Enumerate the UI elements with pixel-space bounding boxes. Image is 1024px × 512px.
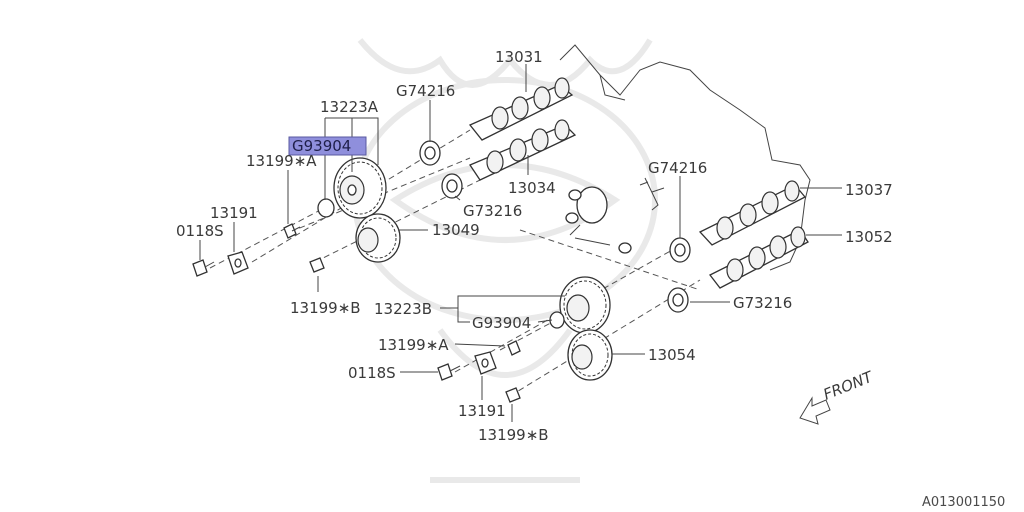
oil-seal-G73216-top [441, 173, 463, 199]
o-ring-G93904-top [317, 198, 335, 218]
plate-13191-top [227, 251, 249, 275]
camshaft-13052 [709, 226, 809, 289]
part-label-0118S-top[interactable]: 0118S [176, 222, 224, 240]
cam-sprocket-13223A [333, 157, 387, 219]
part-label-13034[interactable]: 13034 [508, 179, 556, 197]
part-label-G74216-top[interactable]: G74216 [396, 82, 455, 100]
camshaft-13037 [698, 180, 807, 246]
engine-block-outline [559, 44, 811, 271]
part-label-13199A-bottom[interactable]: 13199∗A [378, 336, 449, 354]
highlight-box [288, 136, 367, 156]
part-label-G74216-right[interactable]: G74216 [648, 159, 707, 177]
bolt-0118S-top [192, 259, 215, 277]
camshaft-13034 [469, 119, 577, 181]
part-label-13199A-top[interactable]: 13199∗A [246, 152, 317, 170]
part-label-13223B[interactable]: 13223B [374, 300, 432, 318]
part-label-13191-top[interactable]: 13191 [210, 204, 258, 222]
part-label-G73216-top[interactable]: G73216 [463, 202, 522, 220]
lifter-parts [565, 177, 665, 254]
part-label-13199B-top[interactable]: 13199∗B [290, 299, 361, 317]
part-label-G93904-bottom[interactable]: G93904 [472, 314, 531, 332]
part-label-13199B-bottom[interactable]: 13199∗B [478, 426, 549, 444]
part-label-13054[interactable]: 13054 [648, 346, 696, 364]
part-label-G73216-right[interactable]: G73216 [733, 294, 792, 312]
part-label-13223A[interactable]: 13223A [320, 98, 379, 116]
front-label: FRONT [821, 367, 877, 404]
plate-13191-bottom [474, 351, 497, 375]
part-label-0118S-bottom[interactable]: 0118S [348, 364, 396, 382]
leader-lines [199, 64, 842, 422]
front-direction-arrow: FRONT [799, 367, 877, 425]
bolt-0118S-bottom [437, 363, 461, 381]
belt-pulley-13049 [355, 213, 401, 263]
oil-seal-G74216-right [669, 237, 691, 263]
bolt-13199A-top [283, 223, 301, 239]
bolt-13199B-top [309, 257, 325, 273]
belt-pulley-13054 [567, 329, 613, 381]
part-label-G93904-top[interactable]: G93904 [292, 137, 351, 155]
oil-seal-G74216-top [419, 140, 441, 166]
engine-block-edge [599, 74, 626, 101]
bolt-13199B-bottom [505, 387, 521, 403]
o-ring-G93904-bottom [549, 311, 565, 329]
oil-seal-G73216-right [667, 287, 689, 313]
part-label-13052[interactable]: 13052 [845, 228, 893, 246]
bolt-13199A-bottom [507, 340, 521, 356]
part-label-13191-bottom[interactable]: 13191 [458, 402, 506, 420]
diagram-reference-code: A013001150 [922, 495, 1005, 510]
camshaft-13031 [468, 77, 574, 141]
part-label-13031[interactable]: 13031 [495, 48, 543, 66]
part-label-13049[interactable]: 13049 [432, 221, 480, 239]
cam-sprocket-13223B [559, 276, 611, 334]
part-label-13037[interactable]: 13037 [845, 181, 893, 199]
